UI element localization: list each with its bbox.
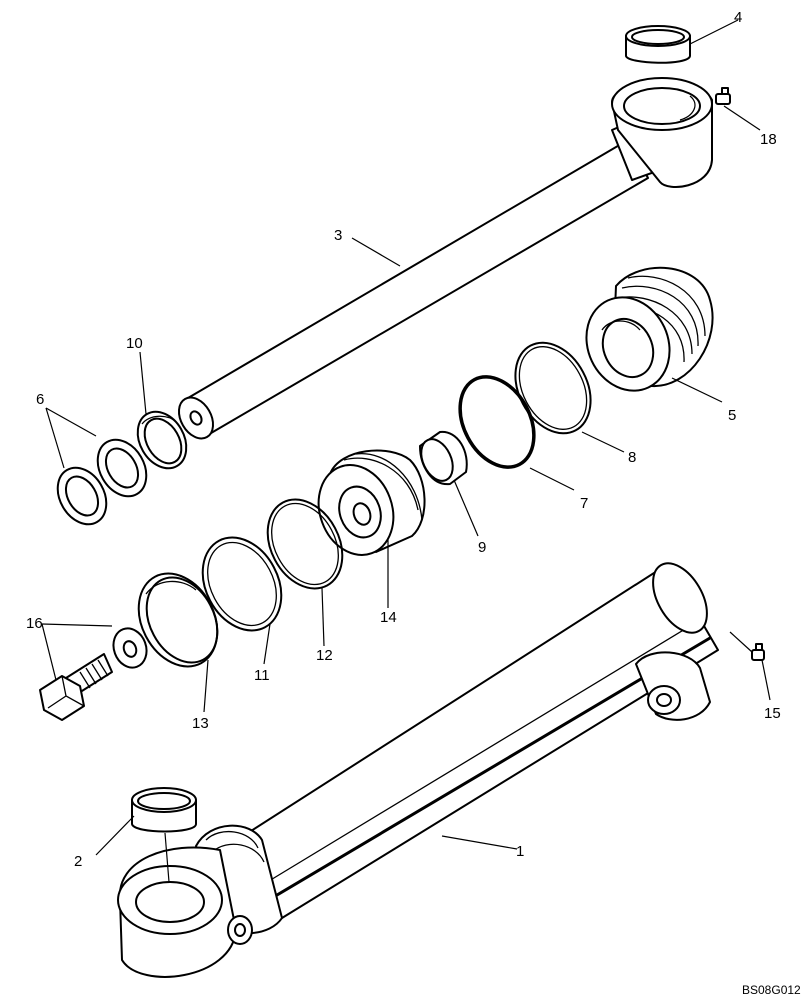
piston-rod (177, 77, 713, 440)
callout-5: 5 (728, 407, 736, 424)
rod-eye-bushing (625, 25, 691, 64)
backup-ring-inner (518, 346, 588, 430)
piston (317, 449, 426, 556)
callout-8: 8 (628, 449, 636, 466)
callout-16: 16 (26, 615, 43, 632)
callout-9: 9 (478, 539, 486, 556)
cylinder-barrel (117, 562, 719, 978)
callout-1: 1 (516, 843, 524, 860)
callout-11: 11 (254, 667, 270, 684)
reference-code: BS08G012 (742, 983, 801, 997)
callout-13: 13 (192, 715, 209, 732)
piston-seal-ring-inner (271, 502, 339, 586)
base-eye-bushing (131, 787, 197, 833)
piston-seal-ring (266, 498, 344, 590)
gland (585, 266, 714, 392)
grease-fitting-rod (715, 87, 731, 105)
bolt-and-washer (39, 627, 148, 721)
rod-seal (136, 410, 188, 470)
wear-ring (419, 430, 468, 486)
o-ring-gland (458, 375, 536, 469)
piston-backup-ring (201, 536, 283, 632)
callout-4: 4 (734, 9, 742, 26)
leader-lines (41, 19, 771, 883)
callout-2: 2 (74, 853, 82, 870)
callout-6: 6 (36, 391, 44, 408)
piston-backup-ring-inner (207, 541, 277, 627)
callout-18: 18 (760, 131, 777, 148)
piston-wear-band (137, 572, 219, 668)
callout-10: 10 (126, 335, 143, 352)
wiper-seal-pair (56, 438, 148, 526)
callout-labels: 1 2 3 4 5 6 7 8 9 10 11 12 13 14 15 16 1… (26, 9, 781, 870)
callout-14: 14 (380, 609, 397, 626)
callout-3: 3 (334, 227, 342, 244)
callout-12: 12 (316, 647, 333, 664)
grease-fitting-barrel (751, 643, 765, 661)
callout-7: 7 (580, 495, 588, 512)
callout-15: 15 (764, 705, 781, 722)
